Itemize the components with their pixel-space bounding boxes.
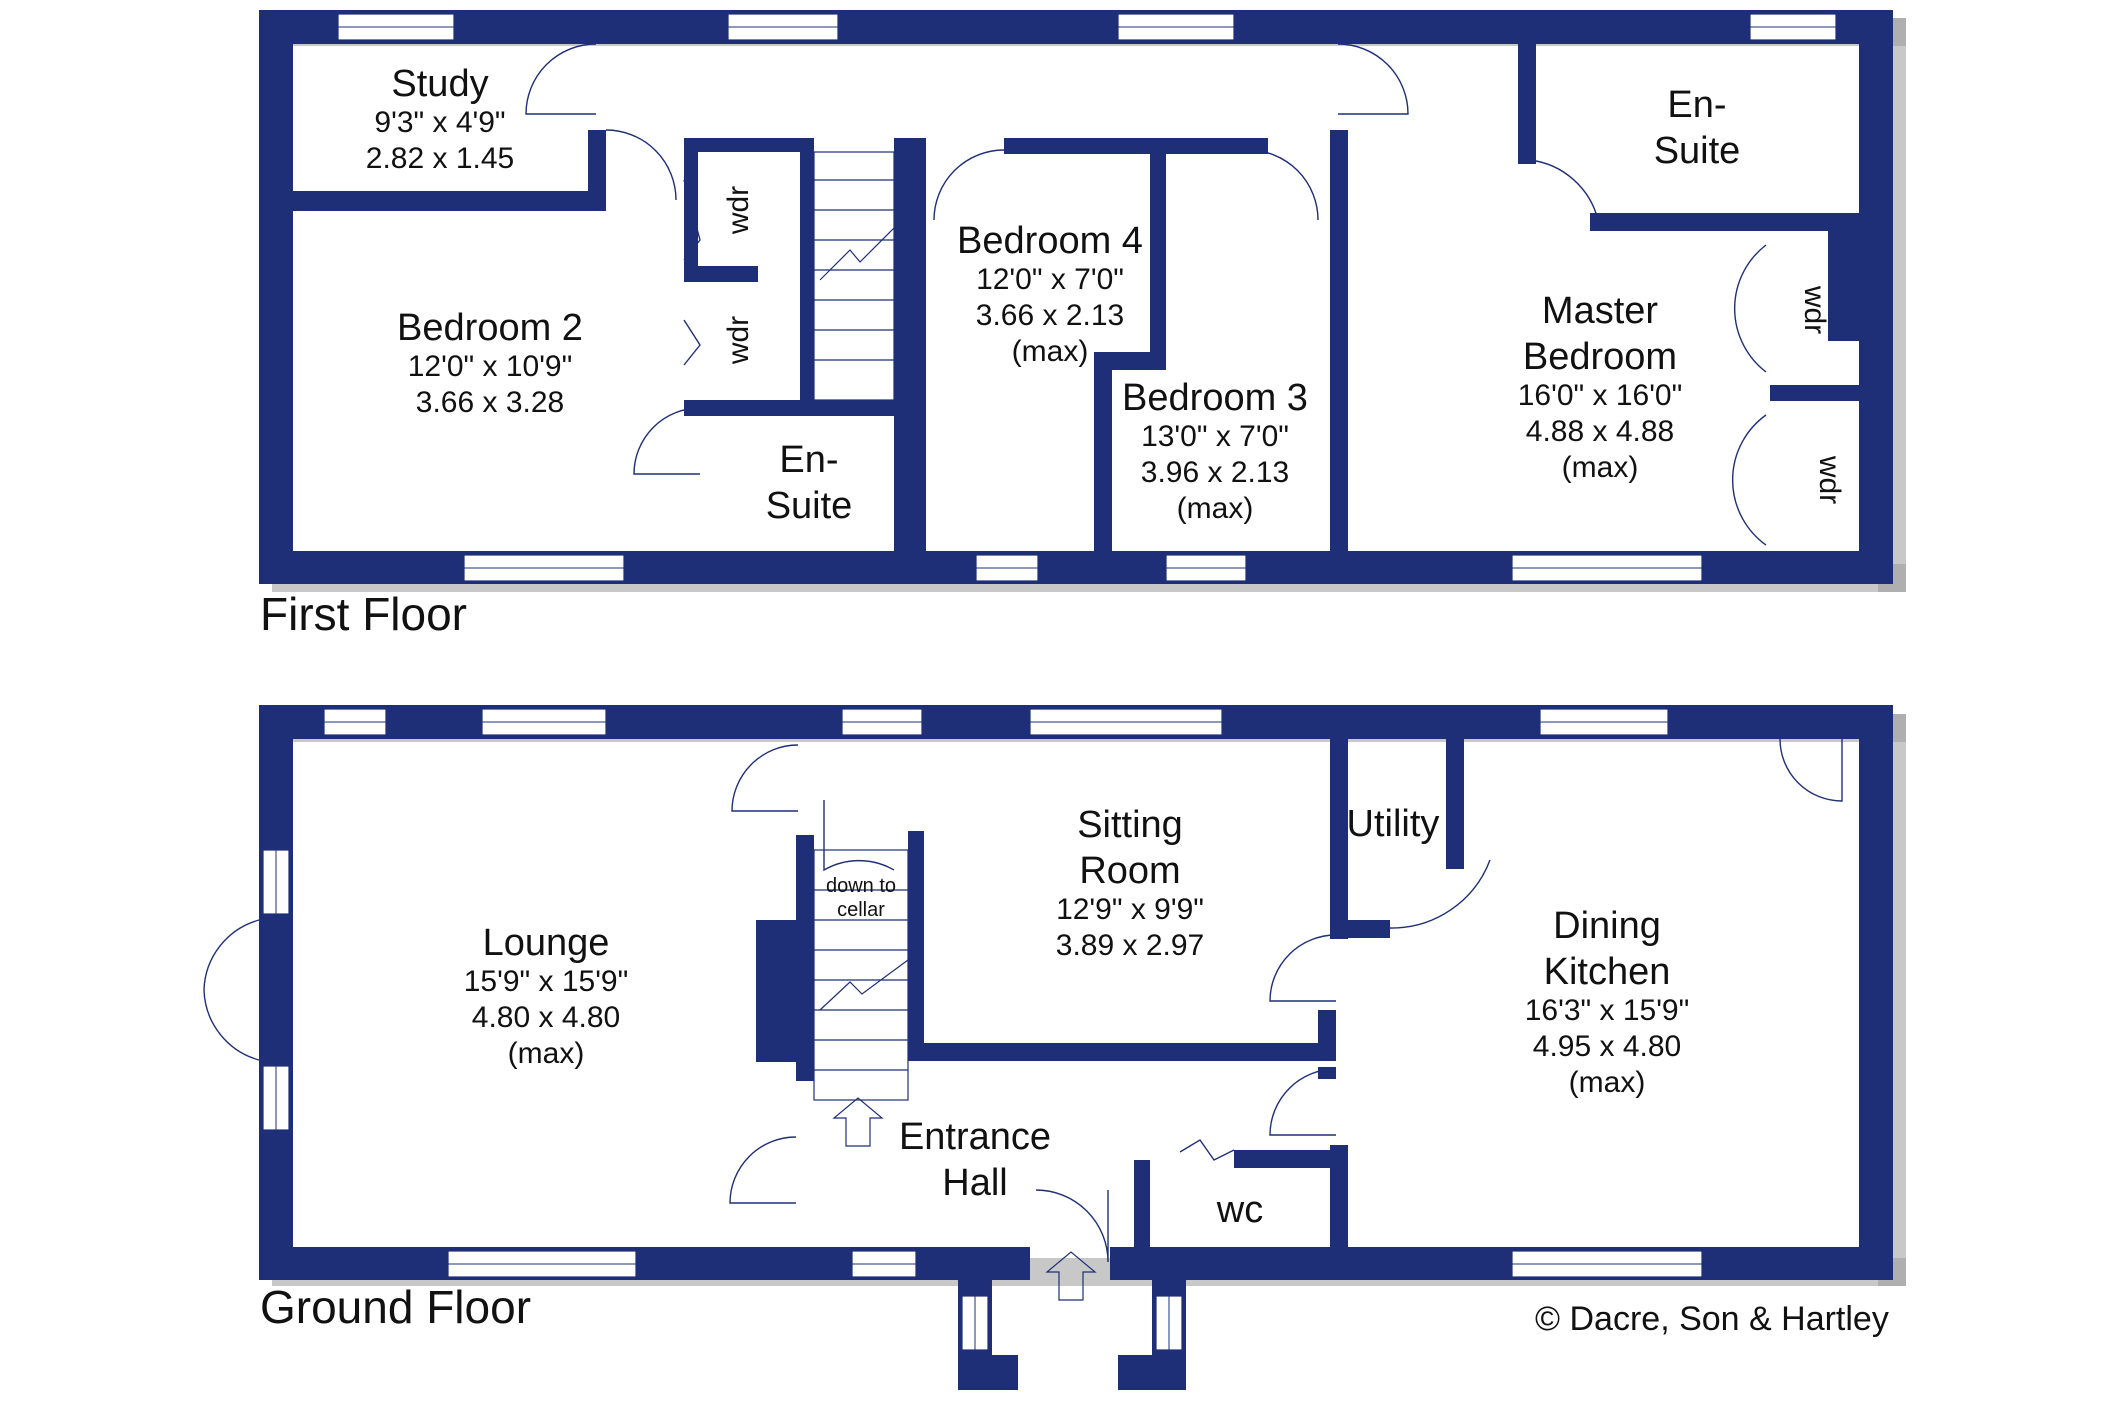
first-floor-doors — [525, 43, 1767, 546]
ground-floor-staircase — [813, 849, 1097, 1301]
room-dimension: 2.82 x 1.45 — [366, 142, 514, 175]
room-dimension: 15'9" x 15'9" — [464, 965, 629, 998]
room-name-master-bedroom: Bedroom — [1523, 336, 1677, 378]
up-arrow-icon — [832, 1097, 884, 1147]
wardrobe-label: wdr — [1798, 285, 1831, 334]
first-floor-interior-walls — [293, 44, 1893, 552]
room-name-entrance-hall: Entrance — [899, 1116, 1051, 1158]
room-dimension: 12'0" x 10'9" — [408, 350, 573, 383]
room-name-dining-kitchen: Dining — [1553, 905, 1661, 947]
room-dimension: (max) — [1562, 451, 1639, 484]
room-name-bedroom 3: Bedroom 3 — [1122, 377, 1308, 419]
room-name-wc: wc — [1216, 1189, 1263, 1231]
room-name-dining-kitchen: Kitchen — [1544, 951, 1671, 993]
room-dimension: 12'0" x 7'0" — [976, 263, 1124, 296]
room-name-utility: Utility — [1347, 803, 1440, 845]
first-floor-plan — [259, 10, 1906, 592]
room-dimension: 16'3" x 15'9" — [1525, 994, 1690, 1027]
room-name-bedroom 2: Bedroom 2 — [397, 307, 583, 349]
room-name-lounge: Lounge — [483, 922, 610, 964]
wardrobe-label: wdr — [722, 186, 755, 235]
stair-note: cellar — [837, 899, 885, 921]
first-floor-windows — [337, 13, 1837, 582]
room-name-master-bedroom: Master — [1542, 290, 1658, 332]
first-floor-staircase — [813, 151, 895, 401]
room-dimension: 3.66 x 2.13 — [976, 299, 1124, 332]
room-dimension: (max) — [1012, 335, 1089, 368]
room-name-study: Study — [391, 63, 488, 105]
wardrobe-label: wdr — [722, 316, 755, 365]
room-name-entrance-hall: Hall — [942, 1162, 1007, 1204]
room-dimension: 16'0" x 16'0" — [1518, 379, 1683, 412]
wardrobe-label: wdr — [1813, 455, 1846, 504]
room-dimension: 4.80 x 4.80 — [472, 1001, 620, 1034]
room-name-sitting-room: Sitting — [1077, 804, 1183, 846]
ground-floor-doors — [203, 738, 1843, 1263]
room-dimension: 3.66 x 3.28 — [416, 386, 564, 419]
entrance-arrow-icon — [1045, 1251, 1097, 1301]
room-name-bedroom 4: Bedroom 4 — [957, 220, 1143, 262]
room-name-en--suite: En- — [779, 439, 838, 481]
room-dimension: (max) — [1569, 1066, 1646, 1099]
stair-note: down to — [826, 875, 896, 897]
ground-floor-windows — [262, 708, 1703, 1351]
room-name-en--suite: Suite — [1654, 130, 1741, 172]
first-floor-label: First Floor — [260, 588, 467, 640]
room-dimension: 13'0" x 7'0" — [1141, 420, 1289, 453]
ground-floor-label: Ground Floor — [260, 1281, 531, 1333]
room-dimension: (max) — [508, 1037, 585, 1070]
room-name-sitting-room: Room — [1079, 850, 1180, 892]
ground-floor-interior-walls — [756, 739, 1464, 1247]
room-dimension: 3.96 x 2.13 — [1141, 456, 1289, 489]
room-dimension: 9'3" x 4'9" — [374, 106, 505, 139]
room-dimension: (max) — [1177, 492, 1254, 525]
room-dimension: 12'9" x 9'9" — [1056, 893, 1204, 926]
copyright-text: © Dacre, Son & Hartley — [1535, 1300, 1889, 1338]
room-name-en--suite: Suite — [766, 485, 853, 527]
room-name-en--suite: En- — [1667, 84, 1726, 126]
room-dimension: 4.95 x 4.80 — [1533, 1030, 1681, 1063]
room-dimension: 3.89 x 2.97 — [1056, 929, 1204, 962]
room-dimension: 4.88 x 4.88 — [1526, 415, 1674, 448]
ground-floor-plan — [203, 705, 1906, 1390]
